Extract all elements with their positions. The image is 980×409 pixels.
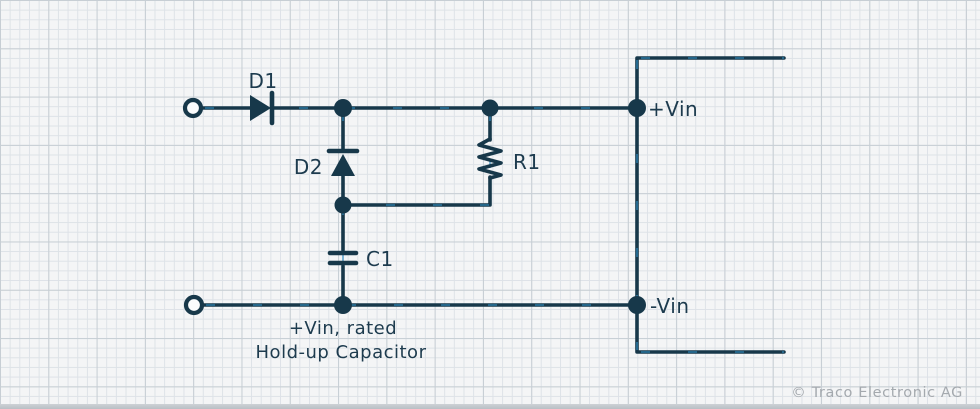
capacitor-C1-label: C1 xyxy=(366,247,394,271)
pin-label-vin-negative: -Vin xyxy=(650,294,690,318)
copyright-watermark: © Traco Electronic AG xyxy=(791,385,963,401)
junction-dots xyxy=(334,99,646,314)
junction-dot xyxy=(481,99,499,117)
junction-dot xyxy=(334,99,352,117)
junction-dot xyxy=(628,296,646,314)
diode-D2-label: D2 xyxy=(294,155,323,179)
glint-r1-branch xyxy=(347,112,491,206)
diode-D1 xyxy=(250,90,275,126)
wire-r1-lower xyxy=(341,175,492,207)
page-bottom-edge xyxy=(0,404,980,409)
junction-dot xyxy=(334,296,352,314)
capacitor-C1 xyxy=(327,250,359,266)
junction-dot xyxy=(334,196,352,214)
caption-line-2: Hold-up Capacitor xyxy=(256,342,427,363)
input-terminal-positive xyxy=(182,97,204,119)
resistor-R1-zigzag xyxy=(477,137,503,180)
diode-D1-label: D1 xyxy=(248,69,277,93)
pin-label-vin-positive: +Vin xyxy=(648,97,698,121)
resistor-R1-label: R1 xyxy=(513,150,541,174)
diode-D2-triangle xyxy=(331,154,355,176)
caption-line-1: +Vin, rated xyxy=(289,318,397,339)
junction-dot xyxy=(628,99,646,117)
diode-D2 xyxy=(326,148,360,176)
diode-D1-triangle xyxy=(250,95,271,121)
input-terminal-negative xyxy=(183,294,205,316)
